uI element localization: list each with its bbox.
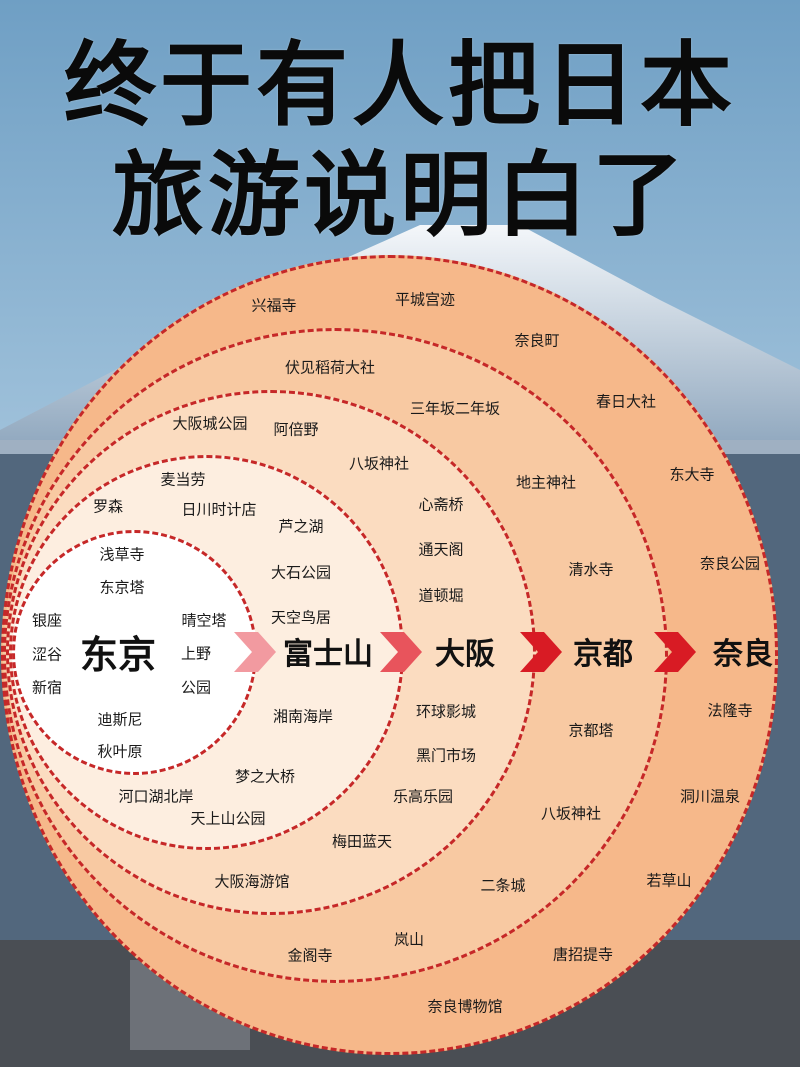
spot-label: 三年坂二年坂 [409,399,501,418]
spot-label: 涩谷 [31,645,63,664]
spot-label: 八坂神社 [540,804,602,823]
spot-label: 春日大社 [595,392,657,411]
spot-label: 阿倍野 [273,420,319,439]
spot-label: 道顿堀 [418,586,464,605]
ring-tokyo [12,530,257,775]
spot-label: 晴空塔 [181,611,227,630]
spot-label: 奈良博物馆 [427,997,503,1016]
spot-label: 伏见稻荷大社 [284,358,376,377]
page-title-line-1: 终于有人把日本 [63,32,736,139]
spot-label: 二条城 [480,876,526,895]
spot-label: 兴福寺 [251,296,297,315]
spot-label: 新宿 [31,678,63,697]
spot-label: 奈良町 [514,331,560,350]
spot-label: 心斋桥 [418,495,464,514]
spot-label: 天上山公园 [190,809,266,828]
spot-label: 地主神社 [515,473,577,492]
spot-label: 东京塔 [99,578,145,597]
spot-label: 天空鸟居 [270,608,332,627]
spot-label: 大阪城公园 [172,414,248,433]
spot-label: 清水寺 [568,560,614,579]
spot-label: 若草山 [646,871,692,890]
spot-label: 河口湖北岸 [118,787,194,806]
city-kyoto: 京都 [573,637,633,672]
spot-label: 法隆寺 [707,701,753,720]
spot-label: 秋叶原 [97,742,143,761]
spot-label: 大阪海游馆 [214,872,290,891]
spot-label: 麦当劳 [160,470,206,489]
arrow-icon [380,632,422,672]
spot-label: 浅草寺 [99,545,145,564]
spot-label: 金阁寺 [287,946,333,965]
spot-label: 罗森 [92,497,124,516]
spot-label: 湘南海岸 [272,707,334,726]
arrow-icon [654,632,696,672]
spot-label: 乐高乐园 [392,787,454,806]
spot-label: 公园 [180,678,212,697]
spot-label: 奈良公园 [699,554,761,573]
arrow-icon [520,632,562,672]
spot-label: 京都塔 [568,721,614,740]
arrow-icon [234,632,276,672]
spot-label: 芦之湖 [278,517,324,536]
page-title-line-2: 旅游说明白了 [111,142,688,249]
spot-label: 梅田蓝天 [331,832,393,851]
spot-label: 银座 [31,611,63,630]
spot-label: 东大寺 [669,465,715,484]
spot-label: 环球影城 [415,702,477,721]
spot-label: 迪斯尼 [97,710,143,729]
spot-label: 通天阁 [418,540,464,559]
spot-label: 唐招提寺 [552,945,614,964]
spot-label: 洞川温泉 [679,787,741,806]
spot-label: 黑门市场 [415,746,477,765]
spot-label: 八坂神社 [348,454,410,473]
city-nara: 奈良 [713,637,773,672]
spot-label: 梦之大桥 [234,767,296,786]
spot-label: 上野 [180,644,212,663]
city-fuji: 富士山 [283,637,373,672]
spot-label: 平城宫迹 [394,290,456,309]
spot-label: 岚山 [393,930,425,949]
city-osaka: 大阪 [435,637,495,672]
spot-label: 大石公园 [270,563,332,582]
city-tokyo: 东京 [79,633,157,677]
spot-label: 日川时计店 [181,500,257,519]
